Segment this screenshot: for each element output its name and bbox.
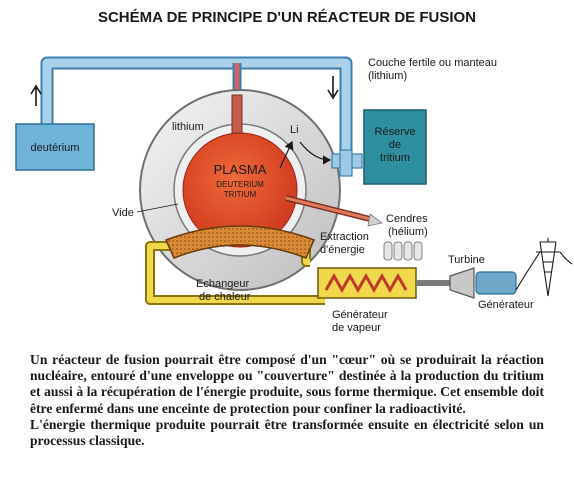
plasma-fuel-tritium: TRITIUM bbox=[224, 190, 257, 199]
fusion-reactor-diagram: SCHÉMA DE PRINCIPE D'UN RÉACTEUR DE FUSI… bbox=[15, 9, 573, 334]
cendres-label-line1: Cendres bbox=[386, 213, 428, 225]
tritium-separator-stem bbox=[339, 149, 353, 177]
cendres-label-line2: (hélium) bbox=[388, 226, 428, 238]
li-arrow-up bbox=[279, 140, 294, 169]
blanket-label-line1: Couche fertile ou manteau bbox=[368, 57, 497, 69]
down-arrow-right bbox=[327, 76, 339, 100]
echangeur-label-line1: Echangeur bbox=[196, 278, 250, 290]
blanket-inlet-pipe bbox=[231, 94, 243, 134]
blanket-label-line2: (lithium) bbox=[368, 70, 407, 82]
turbine-label: Turbine bbox=[448, 254, 485, 266]
reserve-label-line1: Réserve bbox=[375, 126, 416, 138]
tritium-reserve bbox=[363, 109, 427, 185]
gen-vapeur-label-line2: de vapeur bbox=[332, 322, 381, 334]
up-arrow-left bbox=[30, 84, 42, 106]
li-arrow-right bbox=[299, 141, 332, 165]
gen-vapeur-label-line1: Générateur bbox=[332, 309, 388, 321]
generator bbox=[475, 271, 517, 295]
generateur-label: Générateur bbox=[478, 299, 534, 311]
plasma-label: PLASMA bbox=[214, 162, 267, 177]
caption-paragraph-2: L'énergie thermique produite pourrait êt… bbox=[30, 416, 544, 449]
lithium-label: lithium bbox=[172, 121, 204, 133]
plasma-fuel-deuterium: DEUTERIUM bbox=[216, 180, 264, 189]
echangeur-label-line2: de chaleur bbox=[199, 291, 251, 303]
deuterium-label: deutérium bbox=[31, 142, 80, 154]
reserve-label-line3: tritium bbox=[380, 152, 410, 164]
reserve-label-line2: de bbox=[389, 139, 401, 151]
diagram-title: SCHÉMA DE PRINCIPE D'UN RÉACTEUR DE FUSI… bbox=[98, 9, 476, 26]
extraction-label-line2: d'énergie bbox=[320, 244, 365, 256]
heat-exchanger bbox=[164, 225, 316, 259]
blue-feed-pipe bbox=[40, 56, 353, 160]
extraction-label-line1: Extraction bbox=[320, 231, 369, 243]
vide-label: Vide bbox=[112, 207, 134, 219]
vide-leader-line bbox=[136, 203, 179, 213]
li-label: Li bbox=[290, 124, 299, 136]
power-pylon-icon bbox=[515, 238, 573, 297]
helium-canisters bbox=[383, 241, 423, 261]
deuterium-tank bbox=[15, 123, 95, 171]
steam-generator bbox=[317, 267, 417, 299]
caption-text: Un réacteur de fusion pourrait être comp… bbox=[30, 352, 544, 449]
caption-paragraph-1: Un réacteur de fusion pourrait être comp… bbox=[30, 352, 544, 416]
turbine bbox=[449, 267, 475, 299]
steam-generator-coil bbox=[324, 272, 408, 294]
helium-arrow bbox=[367, 213, 383, 227]
